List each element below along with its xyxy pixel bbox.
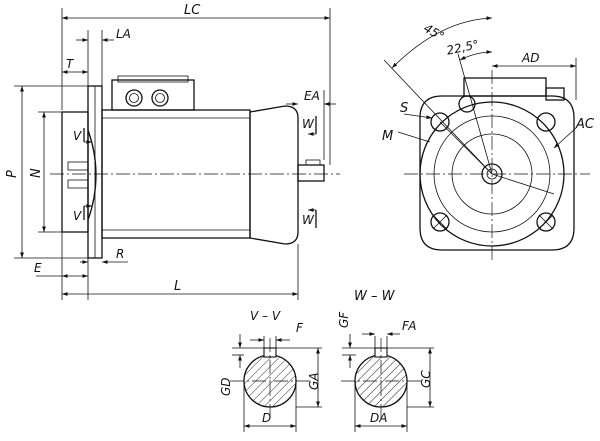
label-L: L <box>174 279 181 294</box>
label-AD: AD <box>521 51 539 65</box>
label-DA: DA <box>370 411 387 425</box>
label-GF: GF <box>337 311 351 328</box>
section-WW-title: W – W <box>354 289 396 304</box>
label-V-bottom: V <box>73 209 82 223</box>
label-N: N <box>29 168 44 178</box>
label-V-top: V <box>73 129 82 143</box>
label-GD: GD <box>219 377 233 396</box>
label-FA: FA <box>402 319 416 333</box>
label-EA: EA <box>304 89 320 103</box>
label-P: P <box>5 170 20 178</box>
label-GA: GA <box>307 372 321 390</box>
front-dimensions: 45° 22,5° AD S M AC <box>382 16 595 149</box>
label-W-top: W <box>302 117 315 131</box>
label-E: E <box>34 261 42 275</box>
front-view <box>383 53 590 262</box>
label-LA: LA <box>116 27 131 41</box>
label-F: F <box>296 321 304 335</box>
side-view <box>50 75 340 259</box>
label-S: S <box>400 101 408 116</box>
section-WW: FA GF GC DA <box>337 311 434 432</box>
label-M: M <box>382 129 393 144</box>
label-angle-22-5: 22,5° <box>445 37 480 57</box>
section-VV-title: V – V <box>250 309 281 323</box>
label-AC: AC <box>575 117 595 132</box>
label-GC: GC <box>419 370 433 388</box>
label-R: R <box>116 247 124 261</box>
section-VV: V – V F GD GA D <box>219 309 322 432</box>
label-D: D <box>262 411 271 425</box>
label-W-bottom: W <box>302 213 315 227</box>
label-T: T <box>66 57 75 71</box>
label-LC: LC <box>184 3 201 18</box>
side-dimensions: LC LA T EA P N V V W <box>5 3 336 300</box>
